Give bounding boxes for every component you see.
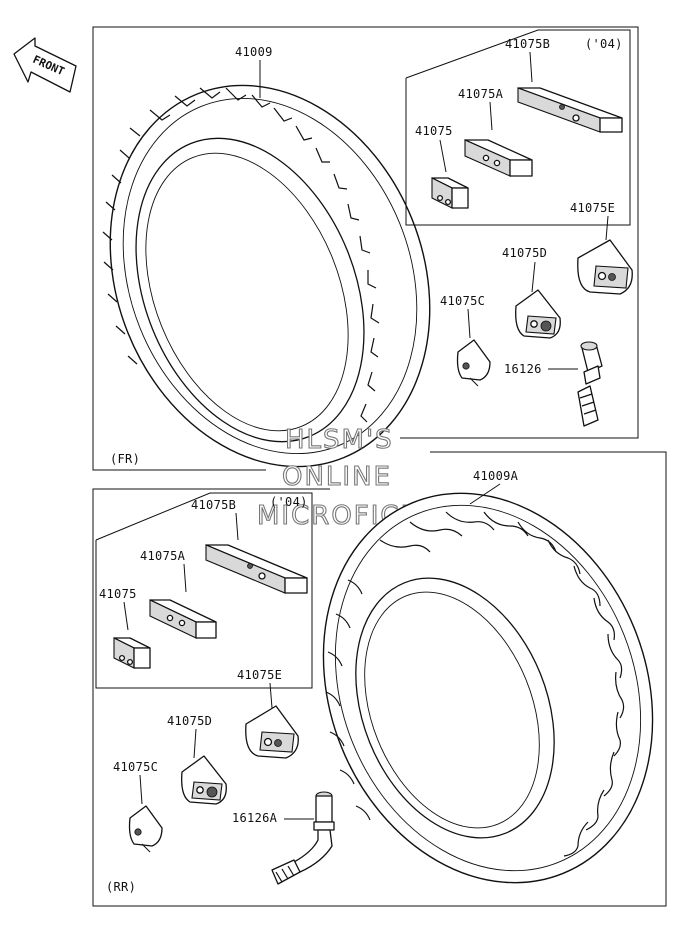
rear-weight-a — [149, 599, 217, 639]
rear-weight-label: 41075 — [99, 587, 137, 601]
front-weight-e-label: 41075E — [570, 201, 615, 215]
rear-valve-label: 16126A — [232, 811, 278, 825]
front-tire — [102, 84, 431, 468]
rear-weight-d — [181, 755, 227, 805]
watermark-line-2: ONLINE — [282, 462, 392, 492]
rear-panel-frame — [92, 451, 667, 907]
rear-weight-box-year: ('04) — [270, 495, 308, 509]
rear-weight-b — [205, 544, 308, 594]
rear-weight-c-label: 41075C — [113, 760, 158, 774]
front-weight-c-label: 41075C — [440, 294, 485, 308]
rear-tire — [322, 492, 654, 884]
front-panel: (FR) 41009 41075B ('04) 41075A — [92, 26, 639, 471]
rear-weight-b-label: 41075B — [191, 498, 236, 512]
front-section-label: (FR) — [110, 452, 140, 466]
front-panel-frame — [92, 26, 639, 471]
rear-tire-label: 41009A — [473, 469, 519, 483]
rear-weight-a-label: 41075A — [140, 549, 186, 563]
front-weight-d — [515, 289, 561, 339]
rear-section-label: (RR) — [106, 880, 136, 894]
front-weight-label: 41075 — [415, 124, 453, 138]
rear-tire-tread — [325, 511, 625, 857]
rear-weight-d-label: 41075D — [167, 714, 212, 728]
rear-valve — [271, 791, 335, 885]
rear-weight-box — [95, 492, 313, 689]
front-weight-a-label: 41075A — [458, 87, 504, 101]
front-valve-label: 16126 — [504, 362, 542, 376]
front-weight-box — [405, 29, 631, 226]
front-weight-box-year: ('04) — [585, 37, 623, 51]
watermark-line-1: HLSM'S — [285, 425, 394, 455]
rear-weight-c — [128, 805, 163, 853]
front-weight — [431, 177, 469, 209]
rear-panel: (RR) 41009A 41075B ('04) 41075A — [92, 451, 667, 907]
front-direction-arrow: FRONT — [13, 37, 77, 93]
front-tire-tread — [102, 87, 380, 423]
front-valve — [577, 341, 603, 427]
front-weight-b-label: 41075B — [505, 37, 550, 51]
front-weight-d-label: 41075D — [502, 246, 547, 260]
front-weight-e — [577, 239, 633, 295]
rear-tire-leader — [469, 483, 501, 505]
front-weight-b — [517, 87, 623, 133]
front-weight-a — [464, 139, 533, 177]
rear-weight-e — [245, 705, 299, 759]
front-tire-label: 41009 — [235, 45, 273, 59]
rear-weight — [113, 637, 151, 669]
front-weight-c — [456, 339, 491, 387]
rear-weight-e-label: 41075E — [237, 668, 282, 682]
